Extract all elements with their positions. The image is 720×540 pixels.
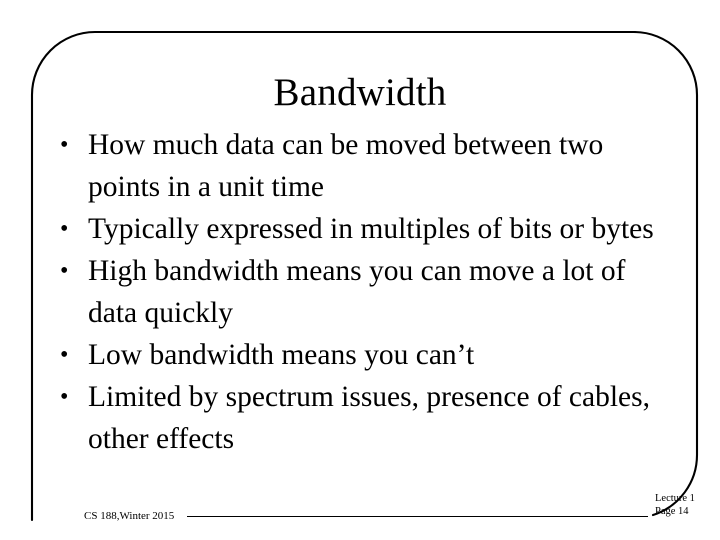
list-item-text: High bandwidth means you can move a lot …	[88, 255, 626, 329]
footer-course-label: CS 188,Winter 2015	[84, 510, 175, 522]
list-item: • How much data can be moved between two…	[52, 124, 667, 208]
bullet-list: • How much data can be moved between two…	[52, 124, 667, 460]
list-item-text: Typically expressed in multiples of bits…	[88, 213, 654, 245]
list-item-text: Limited by spectrum issues, presence of …	[88, 381, 650, 455]
bullet-point-icon: •	[60, 342, 69, 368]
list-item: • Typically expressed in multiples of bi…	[52, 208, 667, 250]
bullet-point-icon: •	[60, 384, 69, 410]
bullet-point-icon: •	[60, 216, 69, 242]
footer-page-number: Page 14	[655, 506, 689, 517]
bullet-point-icon: •	[60, 132, 69, 158]
list-item: • High bandwidth means you can move a lo…	[52, 250, 667, 334]
footer-lecture-label: Lecture 1	[655, 493, 695, 504]
list-item-text: Low bandwidth means you can’t	[88, 339, 475, 371]
list-item: • Low bandwidth means you can’t	[52, 334, 667, 376]
bullet-point-icon: •	[60, 258, 69, 284]
list-item-text: How much data can be moved between two p…	[88, 129, 604, 203]
footer-divider	[187, 516, 648, 517]
footer-page-info: Lecture 1 Page 14	[655, 492, 695, 518]
page-title: Bandwidth	[273, 71, 447, 114]
list-item: • Limited by spectrum issues, presence o…	[52, 376, 667, 460]
